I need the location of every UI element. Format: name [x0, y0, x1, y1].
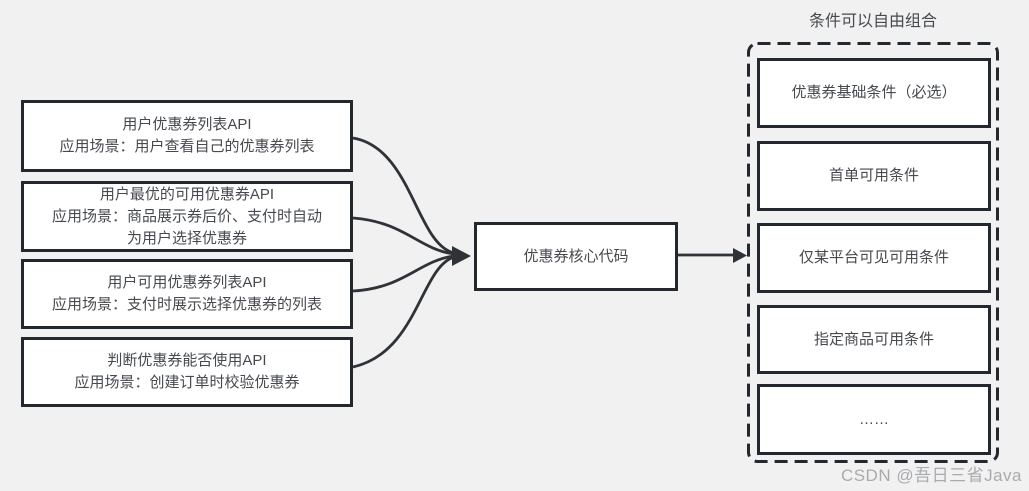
core-code-box: 优惠券核心代码 [474, 222, 678, 291]
csdn-watermark: CSDN @吾日三省Java [840, 466, 1022, 485]
api-box-title: 用户最优的可用优惠券API [99, 185, 275, 203]
api-box-scenario-cont: 为用户选择优惠券 [126, 229, 247, 247]
api-box-title: 用户优惠券列表API [122, 116, 252, 133]
link-usable-coupon-list-api [352, 254, 455, 293]
link-coupon-check-api [352, 255, 455, 369]
api-box-available-coupon-list: 用户可用优惠券列表API 应用场景：支付时展示选择优惠券的列表 [21, 259, 353, 329]
condition-box-first-order: 首单可用条件 [757, 141, 991, 211]
condition-box-ellipsis: …… [757, 384, 991, 455]
api-box-scenario: 应用场景：商品展示券后价、支付时自动 [51, 207, 322, 225]
link-best-coupon-api [352, 216, 455, 256]
converging-arrowhead-icon [452, 246, 471, 266]
condition-box-basic: 优惠券基础条件（必选） [757, 58, 991, 128]
condition-label: 指定商品可用条件 [813, 330, 934, 348]
condition-box-platform-visibility: 仅某平台可见可用条件 [757, 223, 991, 293]
core-code-label: 优惠券核心代码 [523, 247, 629, 265]
condition-label: …… [859, 410, 889, 428]
link-user-coupon-list-api [352, 136, 455, 255]
condition-label: 优惠券基础条件（必选） [791, 84, 957, 101]
api-box-scenario: 应用场景：用户查看自己的优惠券列表 [59, 138, 315, 155]
api-box-user-coupon-list: 用户优惠券列表API 应用场景：用户查看自己的优惠券列表 [21, 100, 353, 172]
api-box-title: 判断优惠券能否使用API [107, 352, 267, 369]
condition-label: 仅某平台可见可用条件 [798, 249, 949, 266]
api-box-coupon-usability-check: 判断优惠券能否使用API 应用场景：创建订单时校验优惠券 [21, 337, 353, 407]
api-box-scenario: 应用场景：创建订单时校验优惠券 [74, 374, 300, 391]
api-box-scenario: 应用场景：支付时展示选择优惠券的列表 [51, 296, 322, 313]
api-box-best-available-coupon: 用户最优的可用优惠券API 应用场景：商品展示券后价、支付时自动 为用户选择优惠… [21, 181, 353, 252]
condition-box-specified-product: 指定商品可用条件 [757, 305, 991, 374]
condition-label: 首单可用条件 [828, 167, 919, 184]
right-arrowhead-icon [733, 248, 747, 263]
conditions-group-title: 条件可以自由组合 [808, 13, 937, 30]
api-box-title: 用户可用优惠券列表API [107, 274, 267, 291]
